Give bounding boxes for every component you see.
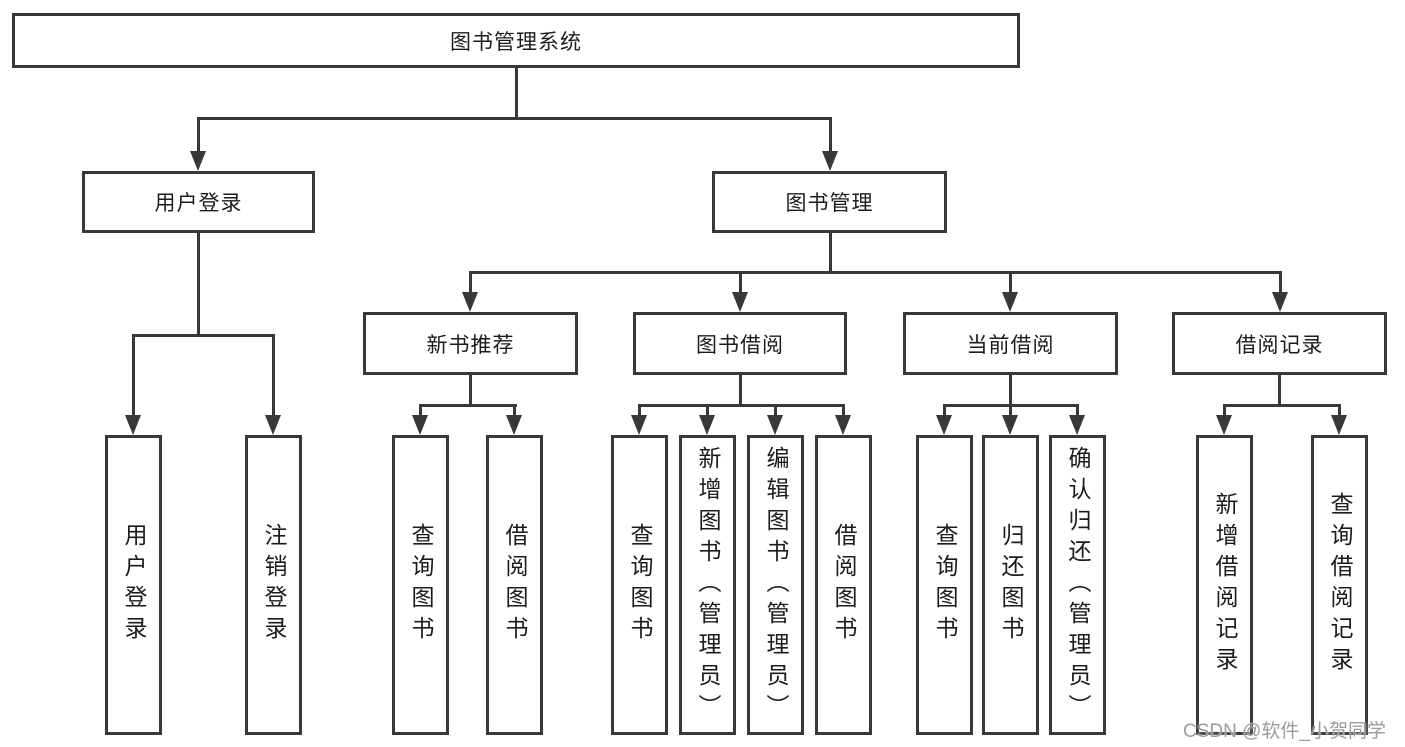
connector-arrowhead: [835, 415, 851, 435]
watermark: CSDN @软件_小贺同学: [1183, 721, 1386, 742]
leaf-current-return-books: 归还图书: [982, 435, 1039, 735]
node-label: 新书推荐: [426, 333, 515, 357]
node-label: 当前借阅: [966, 333, 1055, 357]
connector-line: [272, 334, 275, 416]
connector-line: [829, 231, 832, 274]
leaf-record-add-borrow-record: 新增借阅记录: [1196, 435, 1253, 735]
leaf-borrow-query-books: 查询图书: [611, 435, 668, 735]
node-root: 图书管理系统: [12, 13, 1020, 68]
node-label: 图书借阅: [696, 333, 784, 357]
leaf-user-login: 用户登录: [105, 435, 162, 735]
connector-arrowhead: [1002, 415, 1018, 435]
leaf-label: 归还图书: [998, 523, 1024, 647]
connector-line: [1009, 271, 1012, 294]
leaf-label: 编辑图书（管理员）: [763, 445, 789, 725]
connector-line: [197, 117, 200, 153]
connector-arrowhead: [631, 415, 647, 435]
connector-line: [1009, 373, 1012, 407]
connector-arrowhead: [190, 151, 206, 171]
leaf-borrow-edit-books-admin: 编辑图书（管理员）: [747, 435, 804, 735]
connector-line: [419, 404, 422, 417]
connector-line: [1279, 271, 1282, 294]
connector-line: [132, 334, 275, 337]
connector-line: [469, 373, 472, 407]
connector-line: [829, 117, 832, 153]
leaf-logout: 注销登录: [245, 435, 302, 735]
connector-arrowhead: [1069, 415, 1085, 435]
node-label: 图书管理系统: [450, 30, 582, 54]
connector-line: [842, 404, 845, 417]
connector-line: [1278, 373, 1281, 407]
node-borrow-record: 借阅记录: [1172, 312, 1387, 375]
connector-line: [638, 404, 641, 417]
connector-arrowhead: [699, 415, 715, 435]
leaf-borrow-borrow-books: 借阅图书: [815, 435, 872, 735]
leaf-label: 借阅图书: [831, 523, 857, 647]
leaf-recommend-query-books: 查询图书: [392, 435, 449, 735]
connector-line: [1076, 404, 1079, 417]
node-label: 图书管理: [785, 192, 874, 215]
leaf-record-query-borrow-record: 查询借阅记录: [1311, 435, 1368, 735]
connector-arrowhead: [732, 292, 748, 312]
leaf-label: 查询图书: [627, 523, 653, 647]
leaf-current-confirm-return-admin: 确认归还（管理员）: [1049, 435, 1106, 735]
leaf-label: 查询图书: [408, 523, 434, 647]
connector-arrowhead: [506, 415, 522, 435]
leaf-label: 注销登录: [261, 523, 287, 647]
connector-arrowhead: [936, 415, 952, 435]
node-current-borrow: 当前借阅: [903, 312, 1118, 375]
leaf-label: 查询借阅记录: [1327, 492, 1353, 678]
leaf-label: 新增借阅记录: [1212, 492, 1238, 678]
node-user-login: 用户登录: [82, 171, 315, 233]
connector-line: [706, 404, 709, 417]
connector-line: [739, 271, 742, 294]
connector-line: [739, 373, 742, 407]
connector-line: [469, 271, 1282, 274]
connector-line: [132, 334, 135, 416]
connector-arrowhead: [412, 415, 428, 435]
connector-arrowhead: [1216, 415, 1232, 435]
connector-line: [774, 404, 777, 417]
connector-line: [638, 404, 845, 407]
connector-line: [943, 404, 946, 417]
leaf-borrow-add-books-admin: 新增图书（管理员）: [679, 435, 736, 735]
connector-line: [197, 117, 832, 120]
connector-line: [1338, 404, 1341, 417]
connector-arrowhead: [1331, 415, 1347, 435]
connector-arrowhead: [265, 415, 281, 435]
connector-line: [419, 404, 517, 407]
connector-line: [515, 66, 518, 119]
connector-arrowhead: [1272, 292, 1288, 312]
leaf-current-query-books: 查询图书: [916, 435, 973, 735]
leaf-label: 查询图书: [932, 523, 958, 647]
connector-arrowhead: [822, 151, 838, 171]
connector-arrowhead: [462, 292, 478, 312]
connector-arrowhead: [1002, 292, 1018, 312]
node-book-management: 图书管理: [712, 171, 947, 233]
connector-line: [1009, 404, 1012, 417]
leaf-recommend-borrow-books: 借阅图书: [486, 435, 543, 735]
connector-arrowhead: [767, 415, 783, 435]
connector-arrowhead: [125, 415, 141, 435]
connector-line: [469, 271, 472, 294]
leaf-label: 确认归还（管理员）: [1065, 445, 1091, 725]
leaf-label: 新增图书（管理员）: [695, 445, 721, 725]
leaf-label: 用户登录: [121, 523, 147, 647]
connector-line: [513, 404, 516, 417]
connector-line: [1223, 404, 1341, 407]
node-new-book-recommend: 新书推荐: [363, 312, 578, 375]
connector-line: [197, 231, 200, 337]
connector-line: [1223, 404, 1226, 417]
node-label: 借阅记录: [1235, 333, 1324, 357]
node-book-borrow: 图书借阅: [633, 312, 847, 375]
node-label: 用户登录: [154, 192, 243, 215]
leaf-label: 借阅图书: [502, 523, 528, 647]
